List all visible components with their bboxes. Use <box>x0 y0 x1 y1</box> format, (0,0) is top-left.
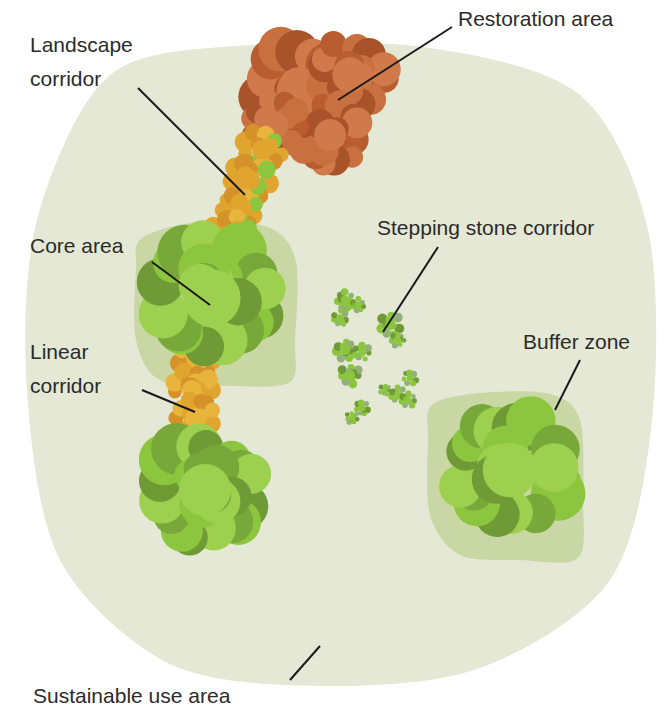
stepping-stone-patch <box>350 296 366 313</box>
foliage-puff <box>383 387 388 392</box>
foliage-puff <box>365 344 372 351</box>
foliage-puff <box>352 352 359 359</box>
foliage-core <box>407 375 414 382</box>
foliage-puff <box>358 411 363 416</box>
leader-line <box>142 390 195 412</box>
foliage-core <box>240 170 260 190</box>
callout-label: Landscape corridor <box>30 28 165 96</box>
stepping-stone-patch <box>376 312 404 339</box>
foliage-core <box>340 345 350 355</box>
callout-label: Core area <box>30 229 123 263</box>
stepping-stone-patch <box>331 308 349 326</box>
stepping-stone-patch <box>345 411 360 425</box>
leader-line <box>383 247 438 332</box>
foliage-puff <box>379 384 384 389</box>
foliage-core <box>349 415 355 421</box>
leader-line <box>290 646 320 680</box>
core-area-patch <box>439 396 585 537</box>
foliage-core <box>355 302 362 309</box>
foliage-core <box>332 57 367 92</box>
callout-label: Buffer zone <box>523 325 630 359</box>
foliage-puff <box>355 296 361 302</box>
foliage-puff <box>411 394 416 399</box>
foliage-puff <box>363 356 368 361</box>
callout-label: Linear corridor <box>30 335 150 403</box>
foliage-core <box>345 370 355 380</box>
stepping-stone-patch <box>354 400 371 417</box>
foliage-core <box>395 337 402 344</box>
foliage-puff <box>405 391 411 397</box>
leader-line <box>152 262 210 305</box>
foliage-core <box>358 348 366 356</box>
foliage-puff <box>395 337 401 343</box>
foliage-core <box>405 397 412 404</box>
stepping-stone-patch <box>352 342 372 361</box>
foliage-puff <box>402 377 407 382</box>
buffer-zone-shape <box>427 391 584 562</box>
foliage-puff <box>354 407 359 412</box>
stepping-stone-patch <box>399 391 417 409</box>
landscape-corridor-patch <box>223 154 279 206</box>
stepping-stone-patch <box>338 364 363 388</box>
foliage-puff <box>345 412 350 417</box>
sustainable-use-area-shape <box>25 42 656 686</box>
callout-label: Stepping stone corridor <box>377 211 594 245</box>
stepping-stone-patch <box>332 339 356 363</box>
foliage-puff <box>387 385 391 389</box>
foliage-core <box>483 443 538 498</box>
foliage-core <box>359 405 366 412</box>
foliage-puff <box>257 161 275 179</box>
foliage-core <box>252 140 272 160</box>
leader-line <box>555 360 580 410</box>
foliage-core <box>382 387 387 392</box>
foliage-core <box>183 269 240 326</box>
stepping-stone-patch <box>378 384 391 397</box>
vegetation-patches <box>137 27 586 556</box>
foliage-puff <box>341 288 349 296</box>
sustainable-use-ground <box>25 42 656 686</box>
foliage-puff <box>341 345 350 354</box>
leader-line <box>138 88 245 195</box>
leader-line <box>338 27 452 100</box>
foliage-core <box>341 296 349 304</box>
foliage-core <box>314 119 346 151</box>
callout-label: Restoration area <box>458 2 613 36</box>
foliage-puff <box>338 365 347 374</box>
foliage-puff <box>378 390 383 395</box>
stepping-stone-patch <box>402 370 419 387</box>
restoration-patch <box>241 90 309 158</box>
core-area-patch <box>139 423 271 556</box>
leader-lines <box>138 27 580 680</box>
foliage-puff <box>359 405 365 411</box>
buffer-zones <box>134 221 584 562</box>
stepping-stone-patch <box>389 332 406 348</box>
foliage-core <box>179 464 231 516</box>
callout-label: Sustainable use area <box>33 684 230 708</box>
foliage-core <box>336 314 344 322</box>
core-area-patch <box>137 220 286 366</box>
buffer-zone-shape <box>134 221 297 386</box>
foliage-puff <box>358 342 365 349</box>
